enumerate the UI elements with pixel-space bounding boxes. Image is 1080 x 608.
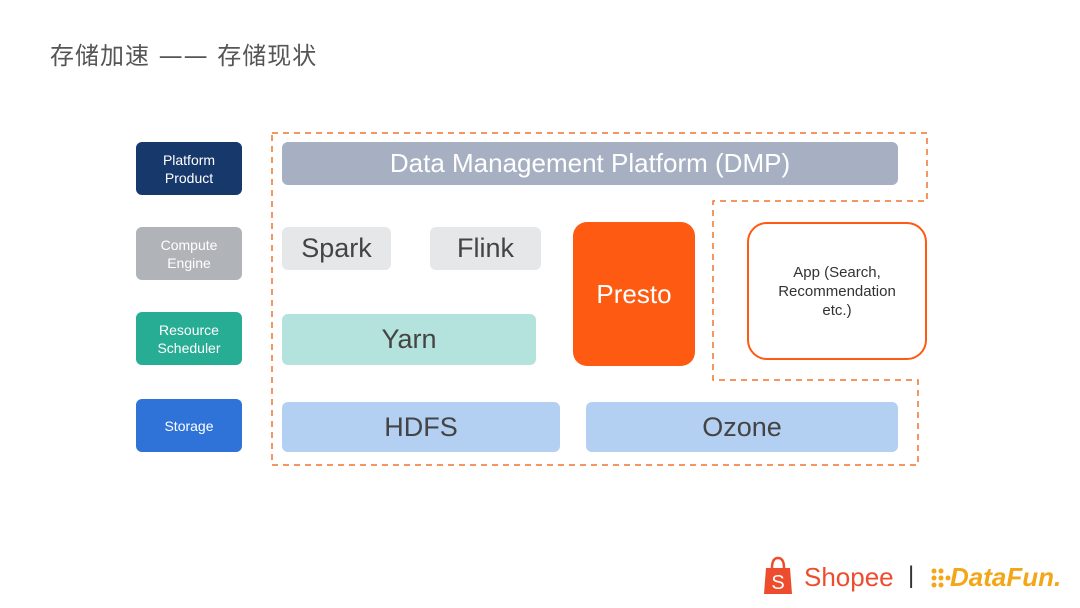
hdfs-box: HDFS <box>282 402 560 452</box>
datafun-dots-icon <box>931 568 951 588</box>
layer-label-platform-product: Platform Product <box>136 142 242 195</box>
flink-box: Flink <box>430 227 541 270</box>
ozone-box: Ozone <box>586 402 898 452</box>
layer-label-storage: Storage <box>136 399 242 452</box>
app-box: App (Search, Recommendation etc.) <box>747 222 927 360</box>
layer-label-compute-engine: Compute Engine <box>136 227 242 280</box>
dmp-box: Data Management Platform (DMP) <box>282 142 898 185</box>
presto-box: Presto <box>573 222 695 366</box>
shopee-wordmark: Shopee <box>804 562 894 592</box>
svg-text:S: S <box>771 572 784 594</box>
spark-box: Spark <box>282 227 391 270</box>
shopee-bag-icon: S <box>764 556 792 594</box>
datafun-wordmark: DataFun. <box>950 562 1062 592</box>
shopee-logo: S Shopee <box>758 556 908 596</box>
logo-separator: | <box>908 562 915 589</box>
page-title: 存储加速 —— 存储现状 <box>50 42 318 70</box>
datafun-logo: DataFun. <box>930 560 1065 596</box>
main-dashed-boundary <box>271 132 928 466</box>
layer-label-resource-scheduler: Resource Scheduler <box>136 312 242 365</box>
yarn-box: Yarn <box>282 314 536 365</box>
